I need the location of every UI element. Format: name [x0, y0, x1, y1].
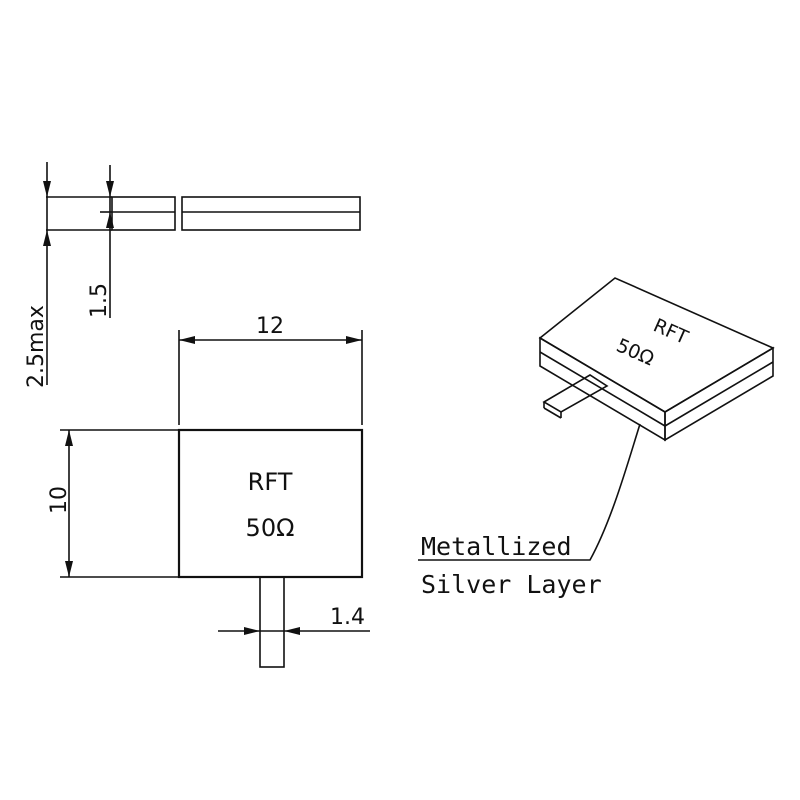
side-view: 2.5max 1.5	[24, 162, 361, 388]
resistor-body	[177, 428, 364, 579]
isometric-view: RFT 50Ω	[538, 277, 775, 442]
height-label: 10	[47, 486, 72, 514]
iso-component-value: 50Ω	[613, 334, 657, 370]
total-thickness-label: 2.5max	[24, 305, 49, 388]
top-view: RFT 50Ω 12 10 1.4	[47, 314, 370, 668]
iso-component-name: RFT	[650, 314, 692, 349]
side-view-body	[181, 196, 361, 231]
callout-leader-line	[418, 423, 641, 561]
substrate-thickness-label: 1.5	[87, 283, 112, 318]
callout-line-2: Silver Layer	[421, 570, 602, 599]
component-name: RFT	[248, 468, 293, 496]
component-value: 50Ω	[246, 514, 295, 542]
callout: Metallized Silver Layer	[418, 423, 641, 599]
callout-line-1: Metallized	[421, 532, 572, 561]
tab-width-label: 1.4	[330, 605, 365, 630]
resistor-tab	[259, 576, 285, 668]
iso-top-face	[538, 277, 775, 413]
iso-right-face	[664, 346, 774, 442]
width-label: 12	[256, 314, 284, 339]
iso-tab	[542, 374, 609, 413]
side-view-stub	[111, 196, 176, 231]
